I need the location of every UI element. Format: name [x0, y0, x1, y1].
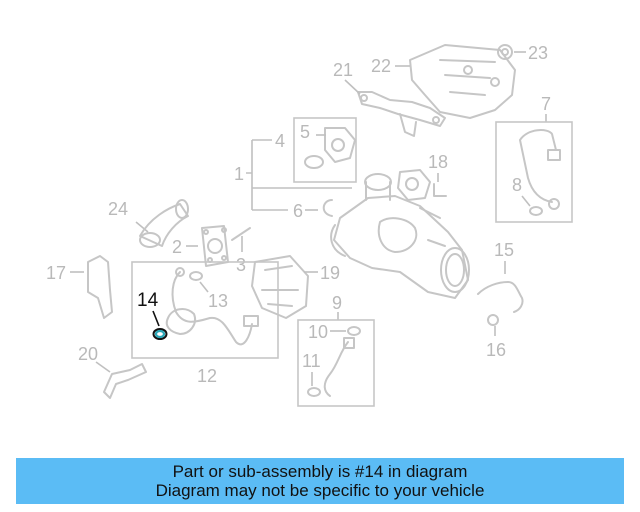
part-19-heat-shield: [251, 255, 309, 319]
callout-20[interactable]: 20: [78, 344, 98, 364]
callout-11[interactable]: 11: [302, 351, 321, 371]
part-20-bracket: [103, 363, 147, 399]
callout-10[interactable]: 10: [308, 322, 328, 342]
part-17-bracket: [87, 255, 113, 319]
callout-5[interactable]: 5: [300, 122, 310, 142]
callout-23[interactable]: 23: [528, 43, 548, 63]
info-banner: Part or sub-assembly is #14 in diagram D…: [16, 458, 624, 504]
banner-line-1: Part or sub-assembly is #14 in diagram: [172, 462, 468, 481]
part-14-seal[interactable]: [152, 328, 168, 340]
leader-21: [344, 79, 361, 95]
part-10-washer: [347, 326, 361, 336]
part-15-pipe: [477, 281, 524, 313]
part-2-gasket: [201, 225, 229, 267]
part-18-fitting: [433, 183, 447, 197]
callout-4[interactable]: 4: [275, 131, 285, 151]
leader-13: [199, 281, 209, 293]
part-6-clip: [322, 199, 333, 217]
box-7: [495, 121, 573, 223]
part-13-gasket: [189, 271, 203, 281]
box-9: [297, 319, 375, 407]
part-7-pipe: [519, 129, 561, 210]
callout-21[interactable]: 21: [333, 60, 353, 80]
callout-6[interactable]: 6: [293, 201, 303, 221]
callout-8[interactable]: 8: [512, 175, 522, 195]
callout-16[interactable]: 16: [486, 340, 506, 360]
callout-7[interactable]: 7: [541, 94, 551, 114]
part-24-intake-elbow: [139, 199, 189, 248]
callout-24[interactable]: 24: [108, 199, 128, 219]
box-12: [131, 261, 279, 359]
part-8-washer: [529, 206, 543, 216]
callout-13[interactable]: 13: [208, 291, 228, 311]
callout-17[interactable]: 17: [46, 263, 66, 283]
callout-22[interactable]: 22: [371, 56, 391, 76]
box-4: [293, 117, 357, 183]
part-3-stud: [231, 227, 251, 241]
callout-9[interactable]: 9: [332, 293, 342, 313]
callout-18[interactable]: 18: [428, 152, 448, 172]
parts-diagram: 22 23 21 1 4 5 6 18: [46, 43, 573, 407]
part-21-bracket: [357, 91, 446, 137]
part-12-coolant-pipe: [165, 267, 259, 346]
part-9-pipe: [323, 337, 355, 397]
callout-2[interactable]: 2: [172, 237, 182, 257]
callout-1[interactable]: 1: [234, 164, 244, 184]
leader-14: [152, 310, 160, 327]
part-16-washer: [487, 314, 499, 326]
part-23-nut: [497, 44, 513, 60]
leader-20: [95, 361, 111, 373]
banner-line-2: Diagram may not be specific to your vehi…: [155, 481, 485, 500]
callout-12[interactable]: 12: [197, 366, 217, 386]
leader-8: [521, 195, 531, 207]
leader-24: [135, 221, 149, 233]
callout-3[interactable]: 3: [236, 255, 246, 275]
callout-15[interactable]: 15: [494, 240, 514, 260]
part-22-heat-shield: [409, 44, 516, 119]
callout-19[interactable]: 19: [320, 263, 340, 283]
turbocharger: [330, 169, 470, 299]
part-11-washer: [307, 387, 321, 397]
leader-1: [246, 139, 352, 211]
callout-14[interactable]: 14: [137, 290, 159, 311]
part-5-sensor: [304, 127, 356, 169]
